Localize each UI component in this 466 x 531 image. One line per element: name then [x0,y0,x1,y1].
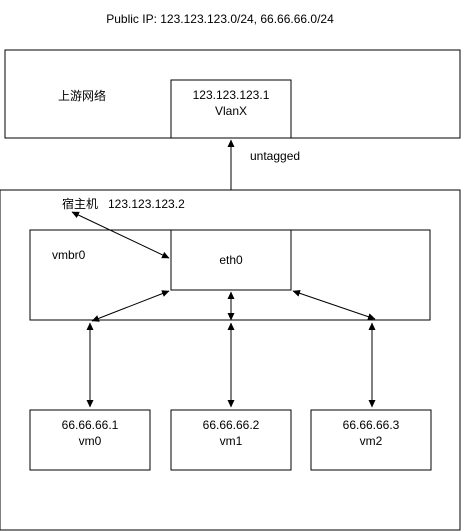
nic-box [170,229,292,291]
vm-box [310,409,432,471]
nic-to-bridge-right-arrow [292,289,376,321]
vm-node: 66.66.66.2 vm1 [170,409,292,471]
upstream-gateway-iface: VlanX [215,104,247,118]
vm-box [170,409,292,471]
vm-ip: 66.66.66.2 [203,418,260,432]
host-label: 宿主机 [62,196,98,211]
vm-node: 66.66.66.3 vm2 [310,409,432,471]
upstream-network-label: 上游网络 [58,88,106,103]
vm-node: 66.66.66.1 vm0 [29,409,151,471]
nic-label: eth0 [219,253,243,267]
bridge-label: vmbr0 [52,248,86,262]
host-ip: 123.123.123.2 [108,197,185,211]
upstream-gateway-ip: 123.123.123.1 [193,88,270,102]
upstream-gateway-box [170,79,292,139]
diagram-title: Public IP: 123.123.123.0/24, 66.66.66.0/… [106,12,334,26]
vm-name: vm0 [79,434,102,448]
host-to-nic-arrow [71,211,170,259]
vm-box [29,409,151,471]
uplink-label: untagged [250,149,300,163]
vm-name: vm2 [360,434,383,448]
vm-ip: 66.66.66.1 [62,418,119,432]
vm-ip: 66.66.66.3 [343,418,400,432]
nic-to-bridge-left-arrow [91,290,170,322]
vm-name: vm1 [220,434,243,448]
